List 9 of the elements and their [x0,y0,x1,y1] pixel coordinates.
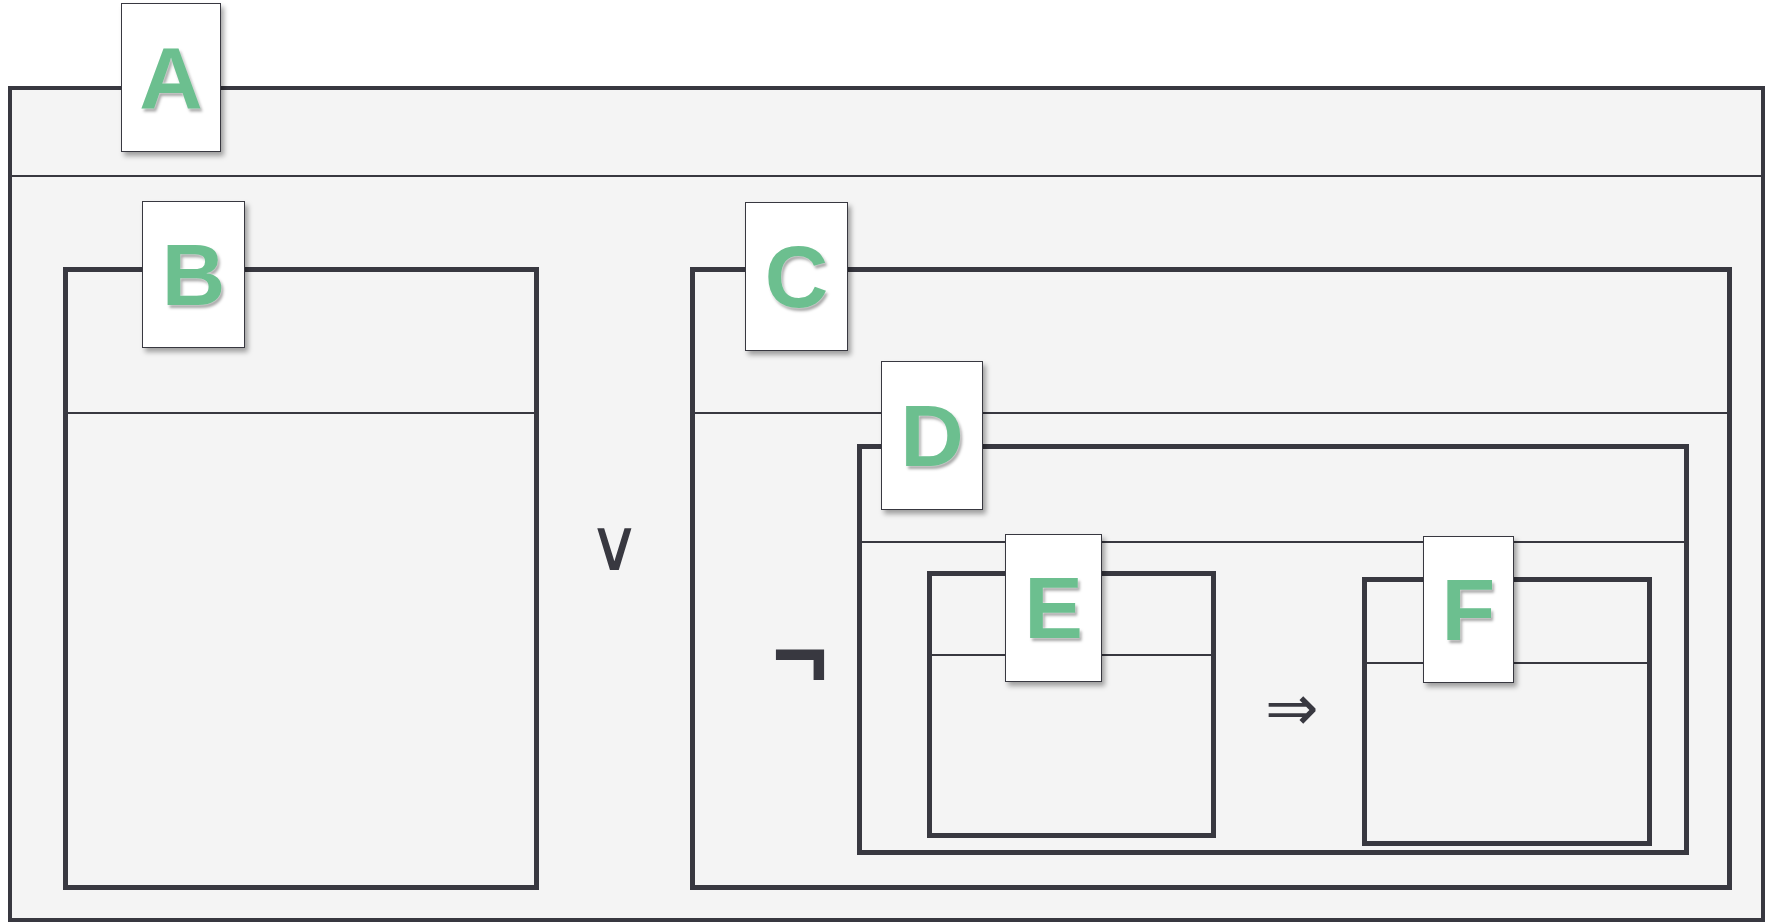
logic-symbol: ⇒ [1265,676,1319,740]
frame-letter: A [139,33,203,122]
logic-symbol: ¬ [771,606,829,702]
frame-letter: E [1024,564,1083,652]
frame-letter: F [1441,565,1496,654]
frame-letter: B [161,230,226,319]
logic-symbol: ∨ [587,509,641,581]
frame-letter: D [900,391,964,480]
frame-letter: C [764,232,829,321]
